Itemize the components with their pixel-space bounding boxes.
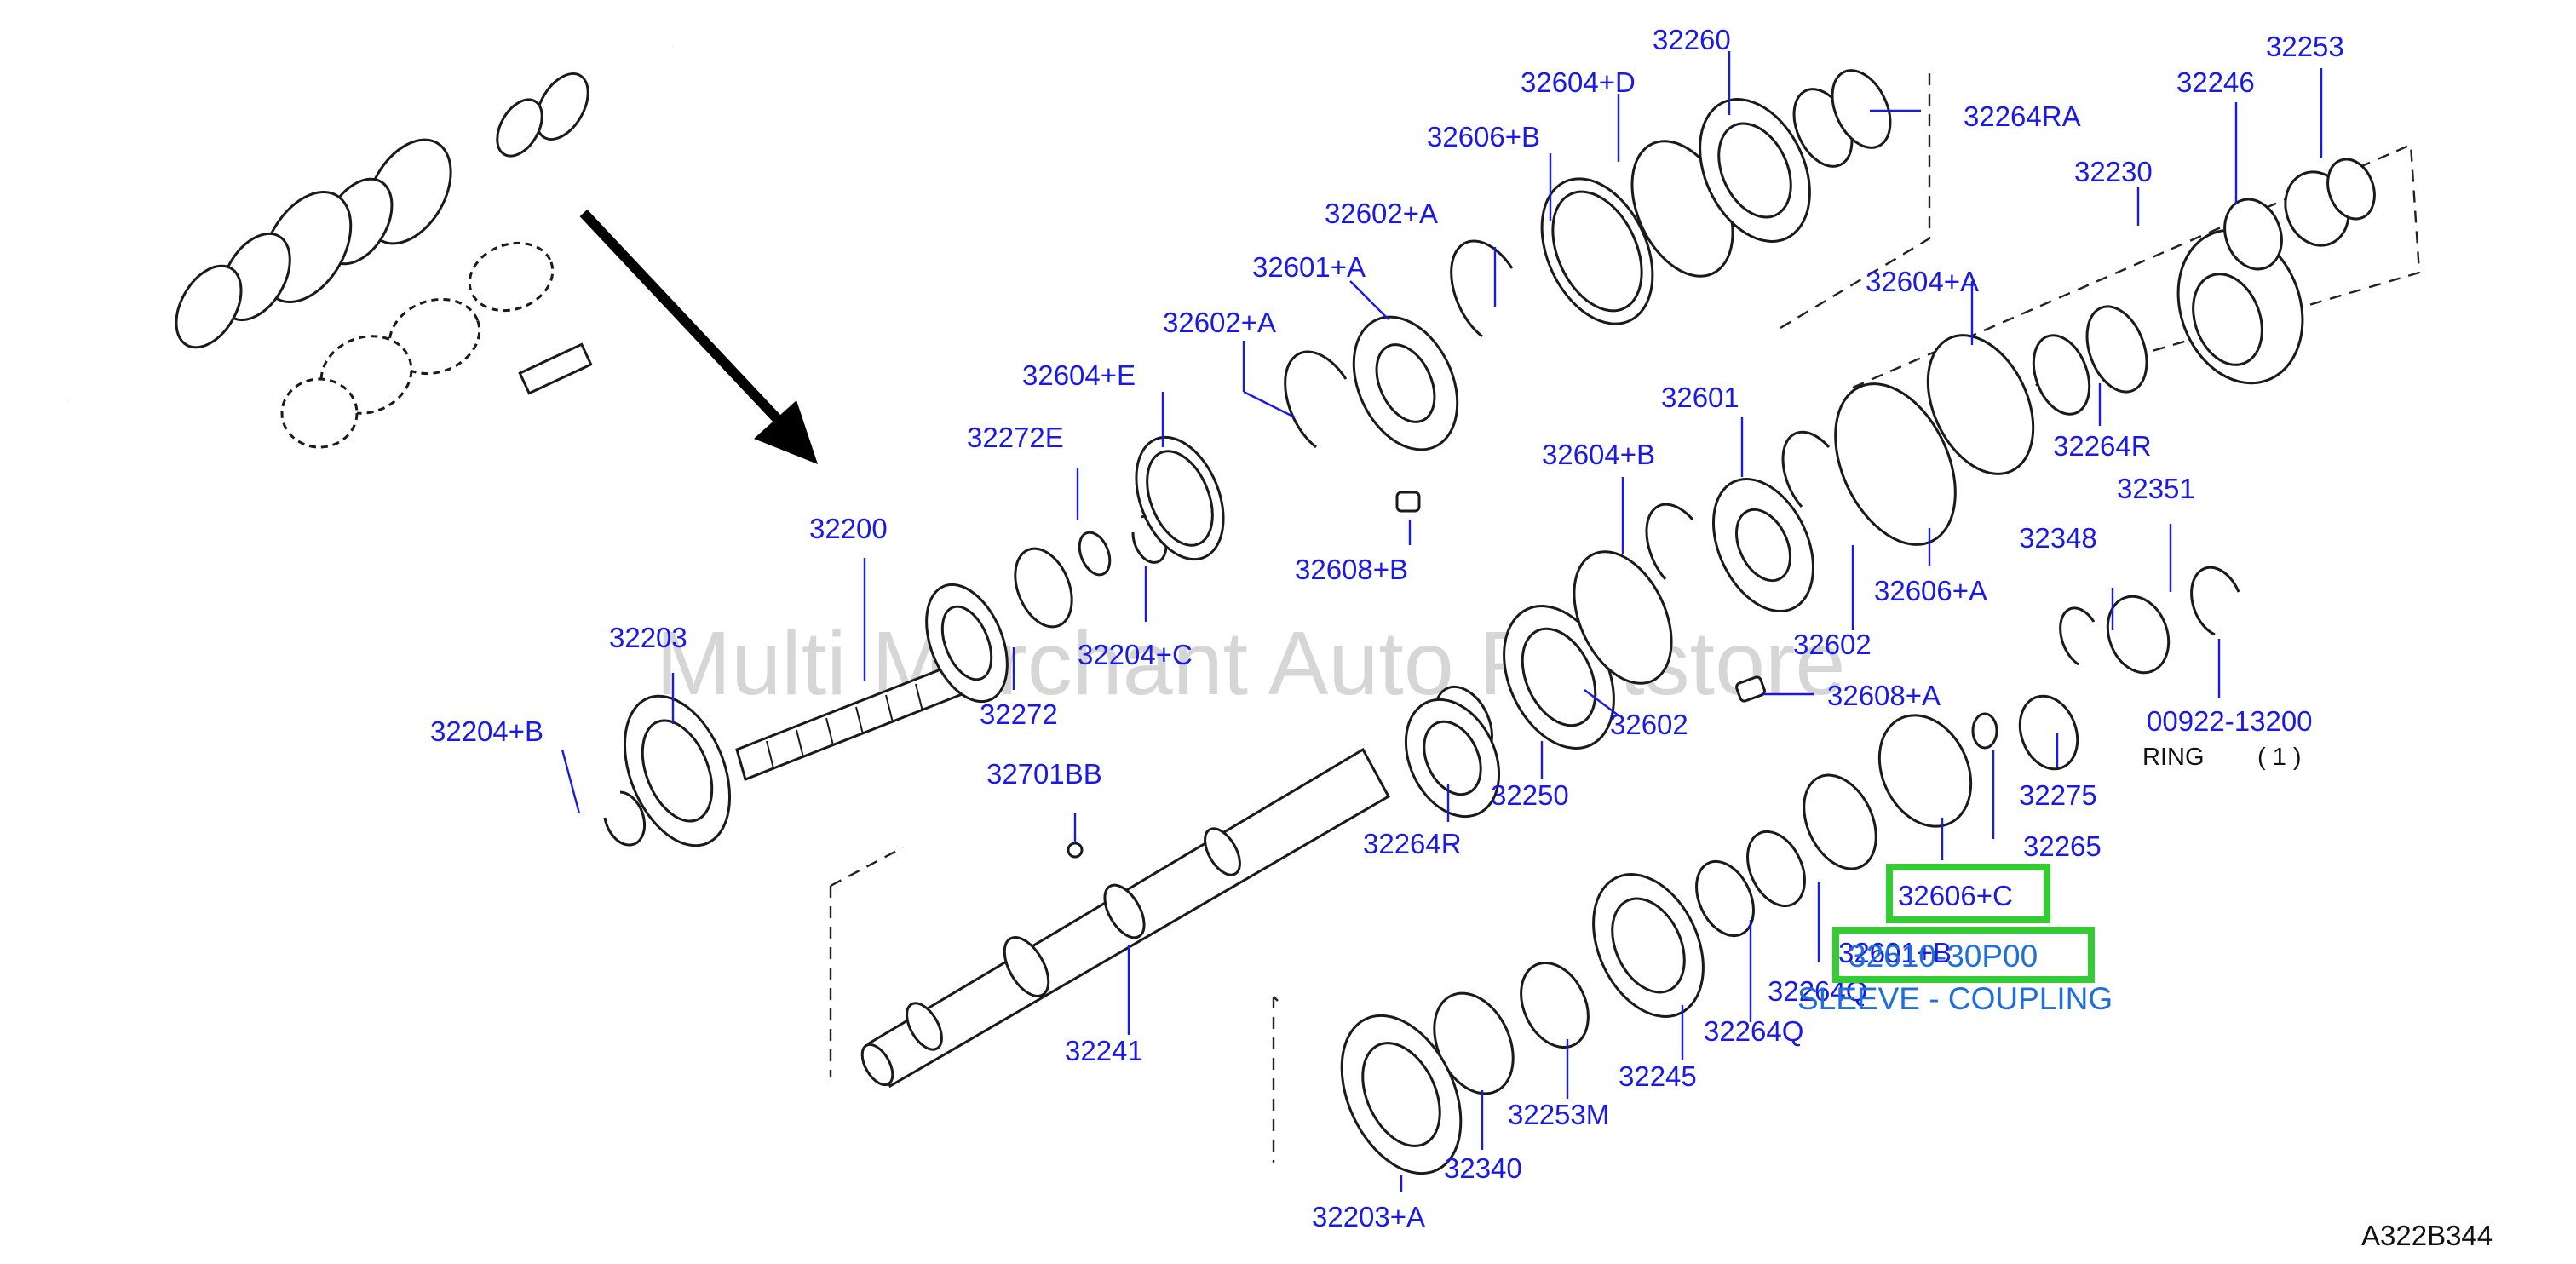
part-label[interactable]: 32253M bbox=[1508, 1099, 1609, 1130]
part-label[interactable]: 32601+A bbox=[1252, 251, 1366, 283]
ring-quantity: ( 1 ) bbox=[2257, 744, 2302, 771]
part-label[interactable]: 32264Q bbox=[1704, 1015, 1803, 1047]
leader-lines bbox=[561, 51, 2323, 1192]
right-upper-group bbox=[2032, 158, 2376, 416]
part-label[interactable]: 32260 bbox=[1653, 24, 1731, 55]
part-label[interactable]: 32340 bbox=[1444, 1152, 1522, 1184]
part-label[interactable]: 32701BB bbox=[986, 758, 1102, 790]
diagram-reference-code: A322B344 bbox=[2361, 1220, 2493, 1251]
part-labels: 32260 32604+D 32264RA 32253 32246 32606+… bbox=[430, 24, 2344, 1232]
part-label[interactable]: 32272E bbox=[967, 422, 1064, 453]
input-shaft-assembly bbox=[603, 435, 1225, 847]
assembly-thumbnail bbox=[64, 41, 677, 449]
part-label[interactable]: 32200 bbox=[809, 513, 888, 544]
part-label[interactable]: 32601+B bbox=[1838, 937, 1952, 968]
part-label[interactable]: 32264RA bbox=[1964, 101, 2081, 132]
part-label[interactable]: 32608+A bbox=[1827, 680, 1941, 711]
part-label[interactable]: 32351 bbox=[2117, 473, 2195, 504]
part-label[interactable]: 32348 bbox=[2019, 522, 2097, 554]
highlight-box-label bbox=[1886, 864, 2050, 923]
part-label[interactable]: 32246 bbox=[2176, 66, 2255, 98]
part-label[interactable]: 32602+A bbox=[1325, 198, 1438, 229]
part-label[interactable]: 32606+C bbox=[1898, 880, 2013, 911]
ring-label: RING bbox=[2142, 744, 2205, 771]
part-label[interactable]: 32264R bbox=[2053, 430, 2152, 462]
part-label[interactable]: 32275 bbox=[2019, 779, 2097, 811]
part-label[interactable]: 32604+D bbox=[1521, 66, 1636, 98]
part-label[interactable]: 32601 bbox=[1661, 382, 1739, 413]
right-middle-group bbox=[1971, 566, 2240, 771]
highlighted-part-number[interactable]: 32610-30P00 bbox=[1849, 939, 2038, 974]
part-label[interactable]: 32250 bbox=[1491, 779, 1569, 811]
middle-synchro-group bbox=[1434, 334, 2035, 763]
part-label[interactable]: 32264R bbox=[1363, 828, 1462, 859]
part-label[interactable]: 32245 bbox=[1619, 1060, 1697, 1092]
lower-gear-group bbox=[1340, 698, 1973, 1175]
part-label[interactable]: 32241 bbox=[1065, 1035, 1143, 1066]
upper-synchro-group bbox=[1284, 69, 1892, 513]
part-label[interactable]: 32602 bbox=[1610, 709, 1688, 740]
part-label[interactable]: 32265 bbox=[2023, 830, 2102, 862]
part-label[interactable]: 32203+A bbox=[1312, 1201, 1425, 1232]
highlight-box-part-number bbox=[1832, 927, 2095, 983]
part-label[interactable]: 32606+B bbox=[1427, 121, 1540, 152]
part-label[interactable]: 32272 bbox=[980, 698, 1058, 730]
direction-arrow bbox=[579, 209, 818, 464]
main-shaft bbox=[860, 747, 1391, 1089]
part-label[interactable]: 32602 bbox=[1793, 629, 1872, 660]
part-label[interactable]: 32608+B bbox=[1295, 554, 1408, 585]
part-label[interactable]: 32203 bbox=[609, 622, 687, 653]
highlighted-part[interactable]: 32610-30P00 SLEEVE - COUPLING bbox=[1797, 864, 2113, 1016]
part-label[interactable]: 32230 bbox=[2074, 156, 2153, 187]
part-label[interactable]: 00922-13200 bbox=[2147, 705, 2313, 737]
part-label[interactable]: 32253 bbox=[2266, 31, 2344, 62]
part-label[interactable]: 32204+B bbox=[430, 715, 543, 747]
part-label[interactable]: 32204+C bbox=[1078, 639, 1193, 670]
highlighted-part-description: SLEEVE - COUPLING bbox=[1797, 981, 2113, 1016]
part-label[interactable]: 32604+E bbox=[1022, 359, 1136, 391]
part-label[interactable]: 32602+A bbox=[1163, 307, 1276, 338]
part-label[interactable]: 32604+A bbox=[1866, 266, 1979, 297]
part-label[interactable]: 32606+A bbox=[1874, 575, 1987, 606]
part-label[interactable]: 32604+B bbox=[1542, 439, 1655, 470]
